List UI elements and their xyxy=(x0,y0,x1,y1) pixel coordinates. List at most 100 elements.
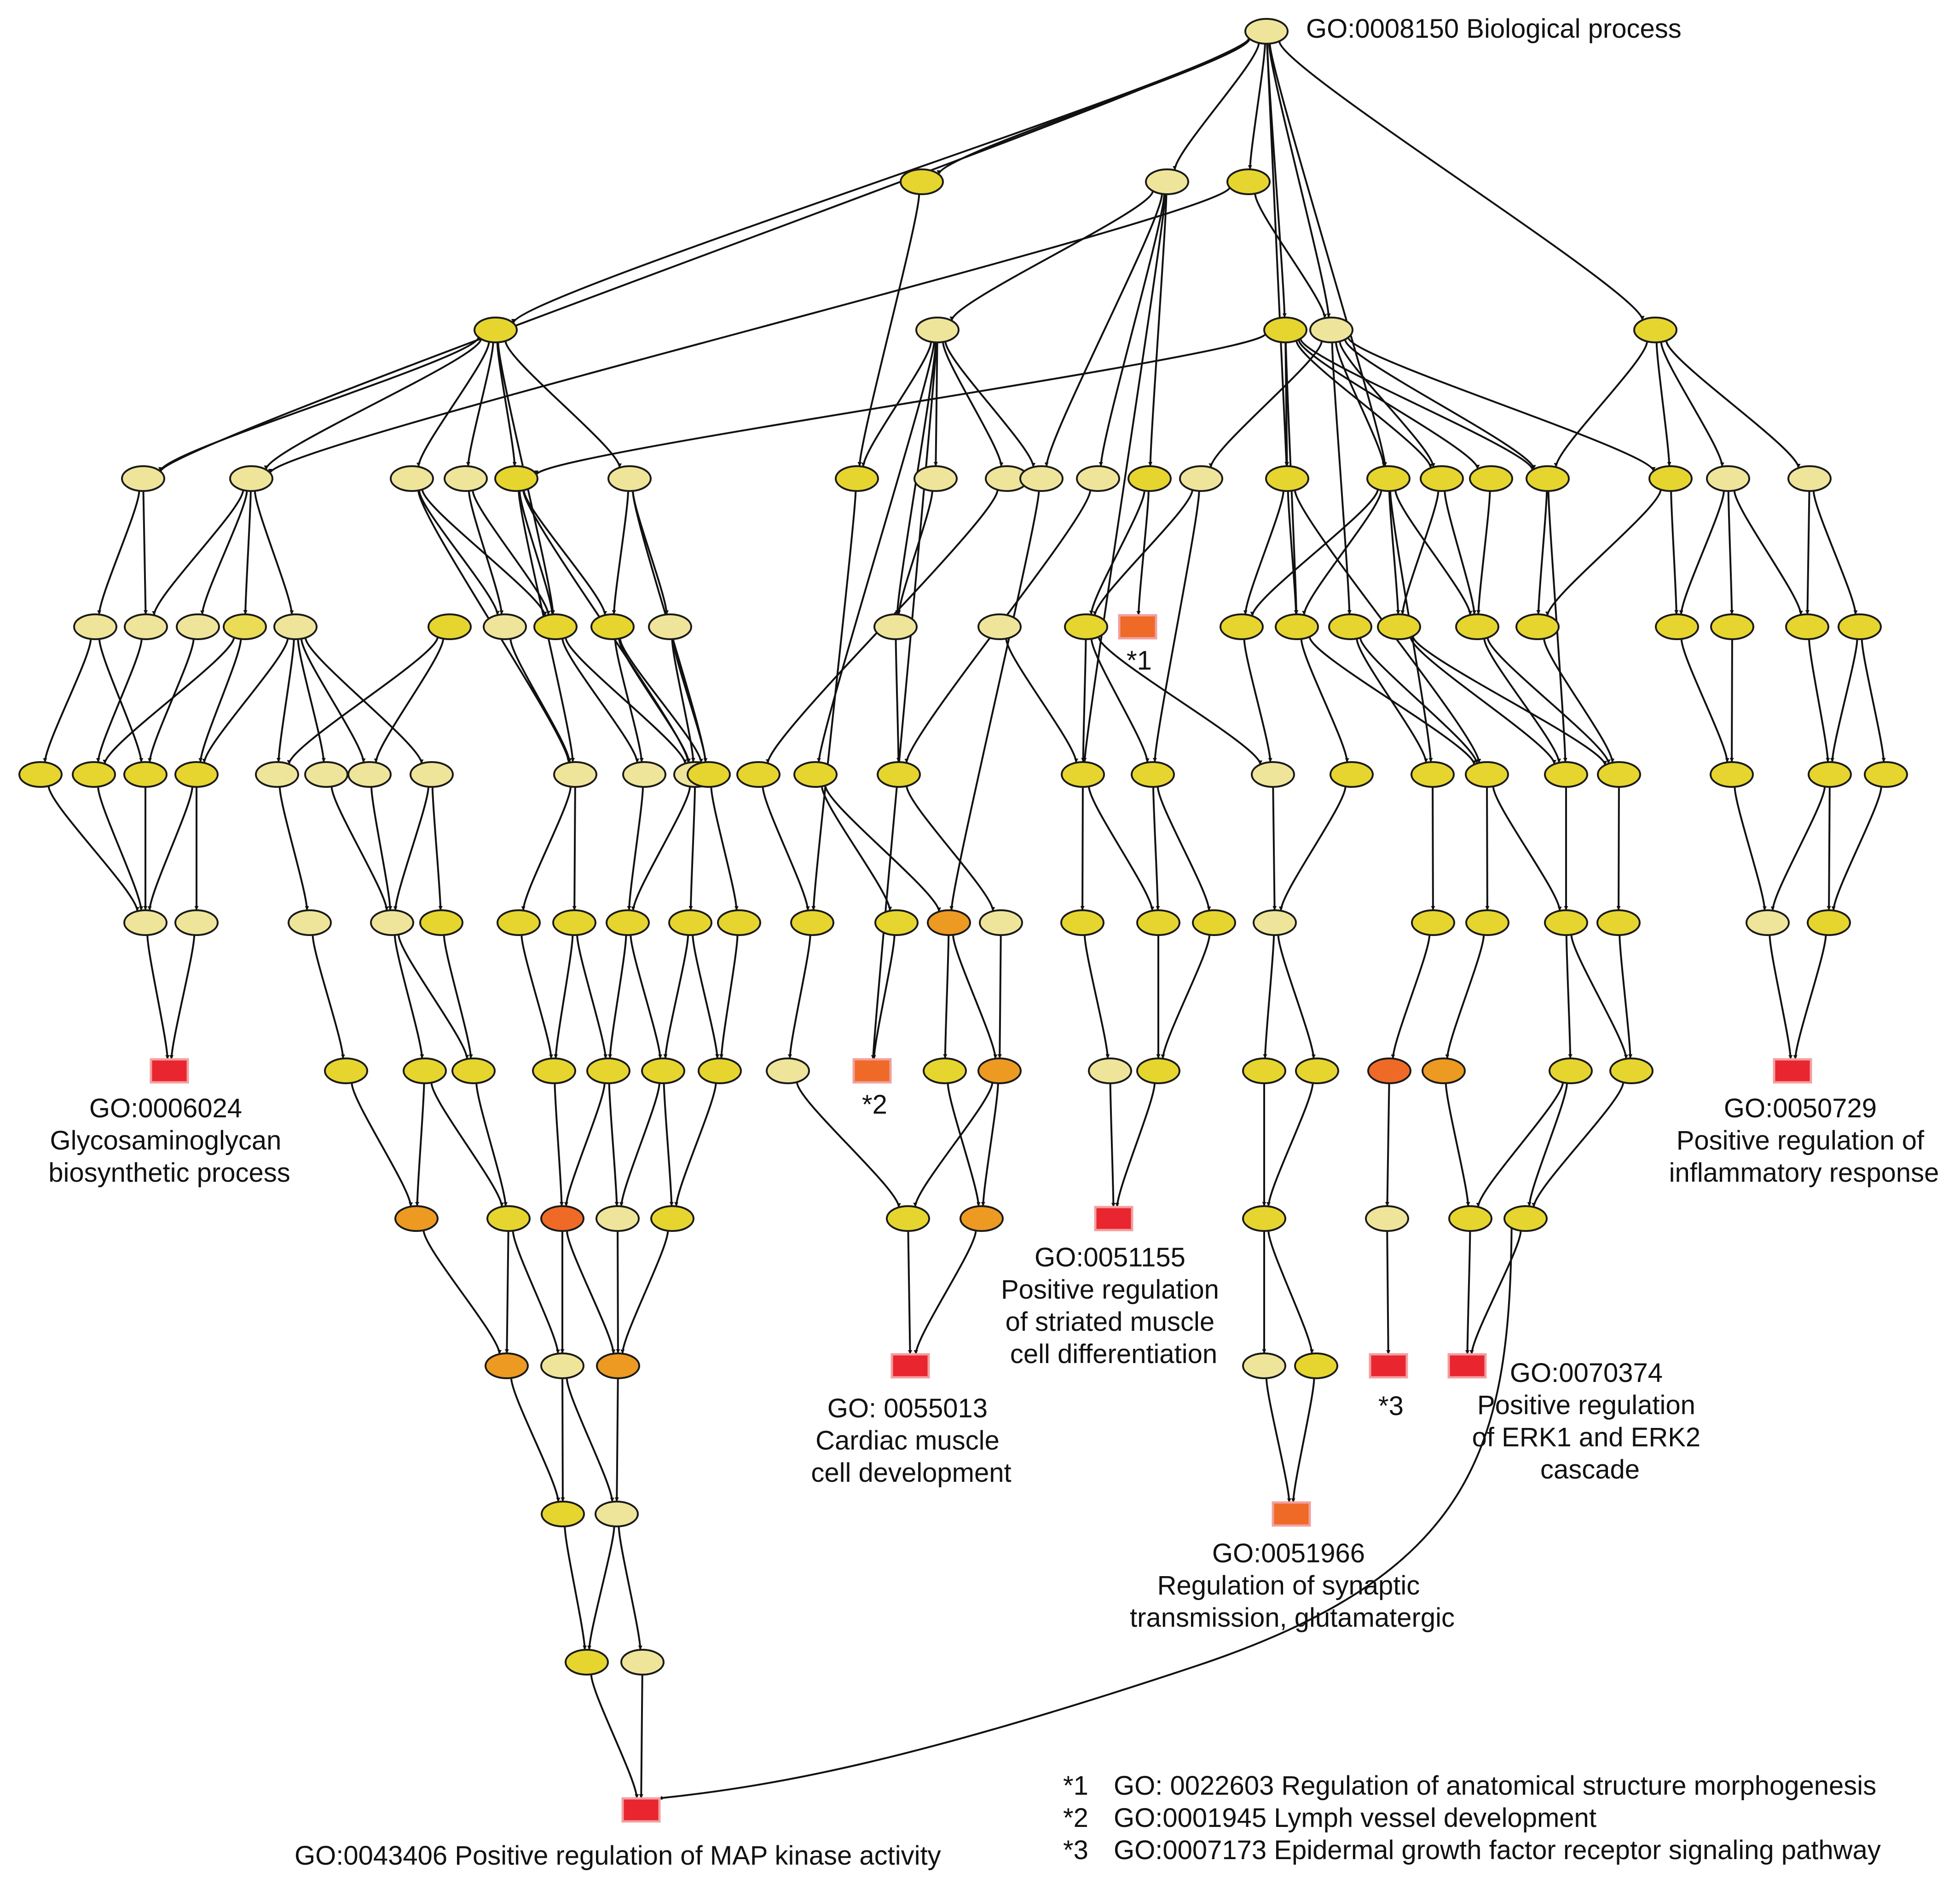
edge-r6_20-to-r7_14 xyxy=(1565,935,1573,1059)
edge-r3_0-to-r4_0 xyxy=(97,491,140,615)
term-node-r8_7 xyxy=(1242,1205,1286,1232)
edge-r8_7-to-r9_4 xyxy=(1267,1231,1314,1354)
edge-root-to-r3_14 xyxy=(1269,43,1388,467)
term-node-r4_12 xyxy=(1064,613,1108,640)
edge-r3_1-to-r4_3 xyxy=(243,491,252,615)
term-node-r11_1 xyxy=(620,1649,665,1676)
term-label-erk-cascade: GO:0070374 Positive regulation of ERK1 a… xyxy=(1472,1358,1708,1485)
term-node-r6_3 xyxy=(370,909,414,936)
edge-r7_egfr-to-r8_8 xyxy=(1385,1083,1390,1207)
edge-r5_20-to-r6_20 xyxy=(1492,786,1562,911)
term-node-r5_2 xyxy=(123,761,168,788)
term-node-r5_22 xyxy=(1597,761,1641,788)
term-node-r7_erkp xyxy=(1422,1057,1466,1084)
term-node-r9_3 xyxy=(1242,1352,1286,1379)
term-node-r4_0 xyxy=(73,613,117,640)
edge-r3_19-to-r4_20 xyxy=(1727,491,1734,615)
edge-cp-to-r3_15 xyxy=(1295,340,1433,468)
edge-r5_3-to-r6_0 xyxy=(147,786,193,911)
edge-r6_1-to-box_gag xyxy=(169,935,196,1060)
edge-r1c-to-r3_1 xyxy=(268,187,1231,474)
term-node-r7_13 xyxy=(1295,1057,1339,1084)
edge-r8_6-to-box_card xyxy=(914,1230,977,1355)
term-node-r5_18 xyxy=(1330,761,1374,788)
edge-r4_4-to-r5_5 xyxy=(297,639,326,763)
term-node-r5_14 xyxy=(877,761,921,788)
footnote-text: GO:0001945 Lymph vessel development xyxy=(1114,1803,1596,1833)
term-node-r6_18 xyxy=(1411,909,1455,936)
edge-r4_15-to-r5_19 xyxy=(1356,638,1428,763)
edge-r4_7-to-r5_9 xyxy=(561,638,640,763)
edge-r6_0-to-box_gag xyxy=(146,935,170,1060)
edge-root-to-mp xyxy=(511,38,1250,324)
edge-rb-to-r3_14 xyxy=(1335,342,1386,467)
edge-r5_6-to-r6_3 xyxy=(370,786,393,911)
edge-mp-to-r3_5 xyxy=(504,341,622,468)
edge-r3_4-to-r4_7 xyxy=(519,491,555,615)
edge-r8_4-to-r9_2 xyxy=(620,1231,669,1354)
term-node-r4_5 xyxy=(428,613,472,640)
edge-r4_12-to-r5_16 xyxy=(1090,638,1150,763)
term-box-box_card xyxy=(890,1353,930,1379)
term-node-r3_17 xyxy=(1526,465,1570,492)
edge-r7_erkp-to-r8_9 xyxy=(1445,1083,1470,1207)
edge-rs-to-r3_20 xyxy=(1665,340,1801,468)
edge-r6_20-to-r7_15 xyxy=(1570,934,1628,1059)
term-node-r6_19 xyxy=(1465,909,1509,936)
term-node-rs xyxy=(1633,317,1677,343)
edge-r4_17-to-r5_22 xyxy=(1486,637,1611,764)
term-node-r6_23 xyxy=(1807,909,1851,936)
edge-mp-to-r3_3 xyxy=(466,342,494,467)
edge-root-to-r3_0 xyxy=(158,38,1250,472)
edge-r6_8-to-r7_5 xyxy=(663,935,689,1059)
edge-de-to-r3_7 xyxy=(933,342,938,467)
edge-r5_12-to-r6_10 xyxy=(762,786,810,911)
term-node-r6_1 xyxy=(174,909,219,936)
edge-r3_4-to-r4_8 xyxy=(523,490,607,616)
edge-r6_7-to-r7_4 xyxy=(608,935,627,1059)
term-node-r6_17 xyxy=(1253,909,1297,936)
term-node-r5_3 xyxy=(174,761,219,788)
edge-r6_11-to-box2 xyxy=(872,935,896,1060)
term-node-r6_0 xyxy=(123,909,168,936)
edge-r4_5-to-r5_4 xyxy=(287,636,439,765)
edge-r9_1-to-r10_1 xyxy=(566,1378,614,1502)
term-node-r1c xyxy=(1226,168,1271,195)
term-node-r3_10 xyxy=(1076,465,1120,492)
edge-r6_6-to-r7_4 xyxy=(576,935,608,1059)
term-node-r5_7 xyxy=(410,761,454,788)
term-node-r7_14 xyxy=(1549,1057,1593,1084)
edge-r9_3-to-box_syn xyxy=(1265,1378,1291,1503)
term-node-r4_21 xyxy=(1785,613,1829,640)
term-node-r8_4 xyxy=(650,1205,694,1232)
edge-r4_1-to-r5_1 xyxy=(96,639,143,763)
edge-r1b-to-r3_11 xyxy=(1148,194,1168,467)
edge-r4_4-to-r5_4 xyxy=(276,639,295,763)
edge-r6_6-to-r7_3 xyxy=(554,935,574,1059)
edge-r6_12-to-r7_9 xyxy=(952,935,998,1059)
edge-r4_3-to-r5_3 xyxy=(198,639,242,763)
term-node-r4_4 xyxy=(273,613,318,640)
term-node-r6_13 xyxy=(979,909,1023,936)
edge-r8_10-to-box_mapk xyxy=(658,1228,1513,1800)
term-box-box_syn xyxy=(1272,1501,1311,1527)
term-node-r5_21 xyxy=(1544,761,1588,788)
edge-r5_23-to-r6_22 xyxy=(1734,786,1767,911)
term-node-r6_21 xyxy=(1596,909,1641,936)
edge-r6_3-to-r7_2 xyxy=(398,934,469,1059)
edge-r9_2-to-r10_1 xyxy=(614,1378,619,1502)
term-node-r5_20 xyxy=(1465,761,1509,788)
edge-r3_16-to-r4_17 xyxy=(1476,491,1491,615)
edge-r3_5-to-r4_9 xyxy=(632,491,669,615)
term-node-mp xyxy=(474,317,518,343)
edge-r5_0-to-r6_0 xyxy=(47,786,139,912)
edge-r5_7-to-r6_3 xyxy=(393,786,429,911)
edge-r7_4-to-r8_2 xyxy=(564,1083,606,1207)
edge-r4_19-to-r5_23 xyxy=(1680,639,1729,763)
edge-r3_12-to-r4_12 xyxy=(1093,490,1193,616)
term-label-cardiac-muscle: GO: 0055013 Cardiac muscle cell developm… xyxy=(811,1393,1011,1488)
edge-r1b-to-r5_15 xyxy=(1082,194,1167,763)
term-node-r4_1 xyxy=(124,613,168,640)
term-node-r11_0 xyxy=(565,1649,609,1676)
